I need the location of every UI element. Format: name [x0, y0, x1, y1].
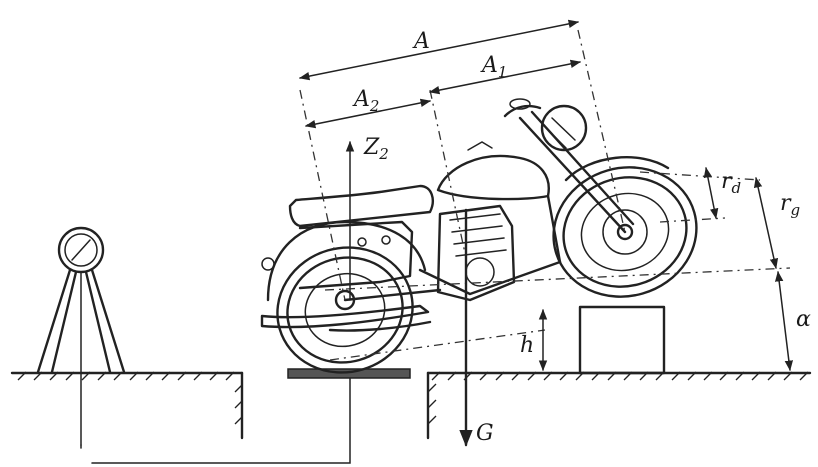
- label-rg: rg: [780, 191, 800, 219]
- front-support-block: [578, 305, 666, 375]
- weighing-scale: [36, 226, 126, 446]
- dimension-A: [298, 19, 580, 81]
- label-A: A: [412, 29, 430, 54]
- dimension-alpha: [774, 270, 794, 372]
- weighing-platform: [287, 368, 411, 379]
- label-G: G: [476, 421, 494, 446]
- label-A2: A2: [352, 87, 379, 115]
- dimension-rd: [703, 166, 719, 220]
- dimension-A1: [428, 59, 582, 95]
- label-Z2: Z2: [363, 135, 389, 163]
- label-rd: rd: [721, 169, 741, 197]
- scale-link-line: [80, 372, 351, 464]
- dimension-A2: [304, 98, 432, 129]
- label-alpha: α: [796, 307, 811, 332]
- ground-left: [10, 371, 244, 440]
- dimension-rg: [753, 176, 779, 270]
- motorcycle: [260, 98, 698, 374]
- label-h: h: [520, 333, 534, 358]
- label-A1: A1: [480, 53, 507, 81]
